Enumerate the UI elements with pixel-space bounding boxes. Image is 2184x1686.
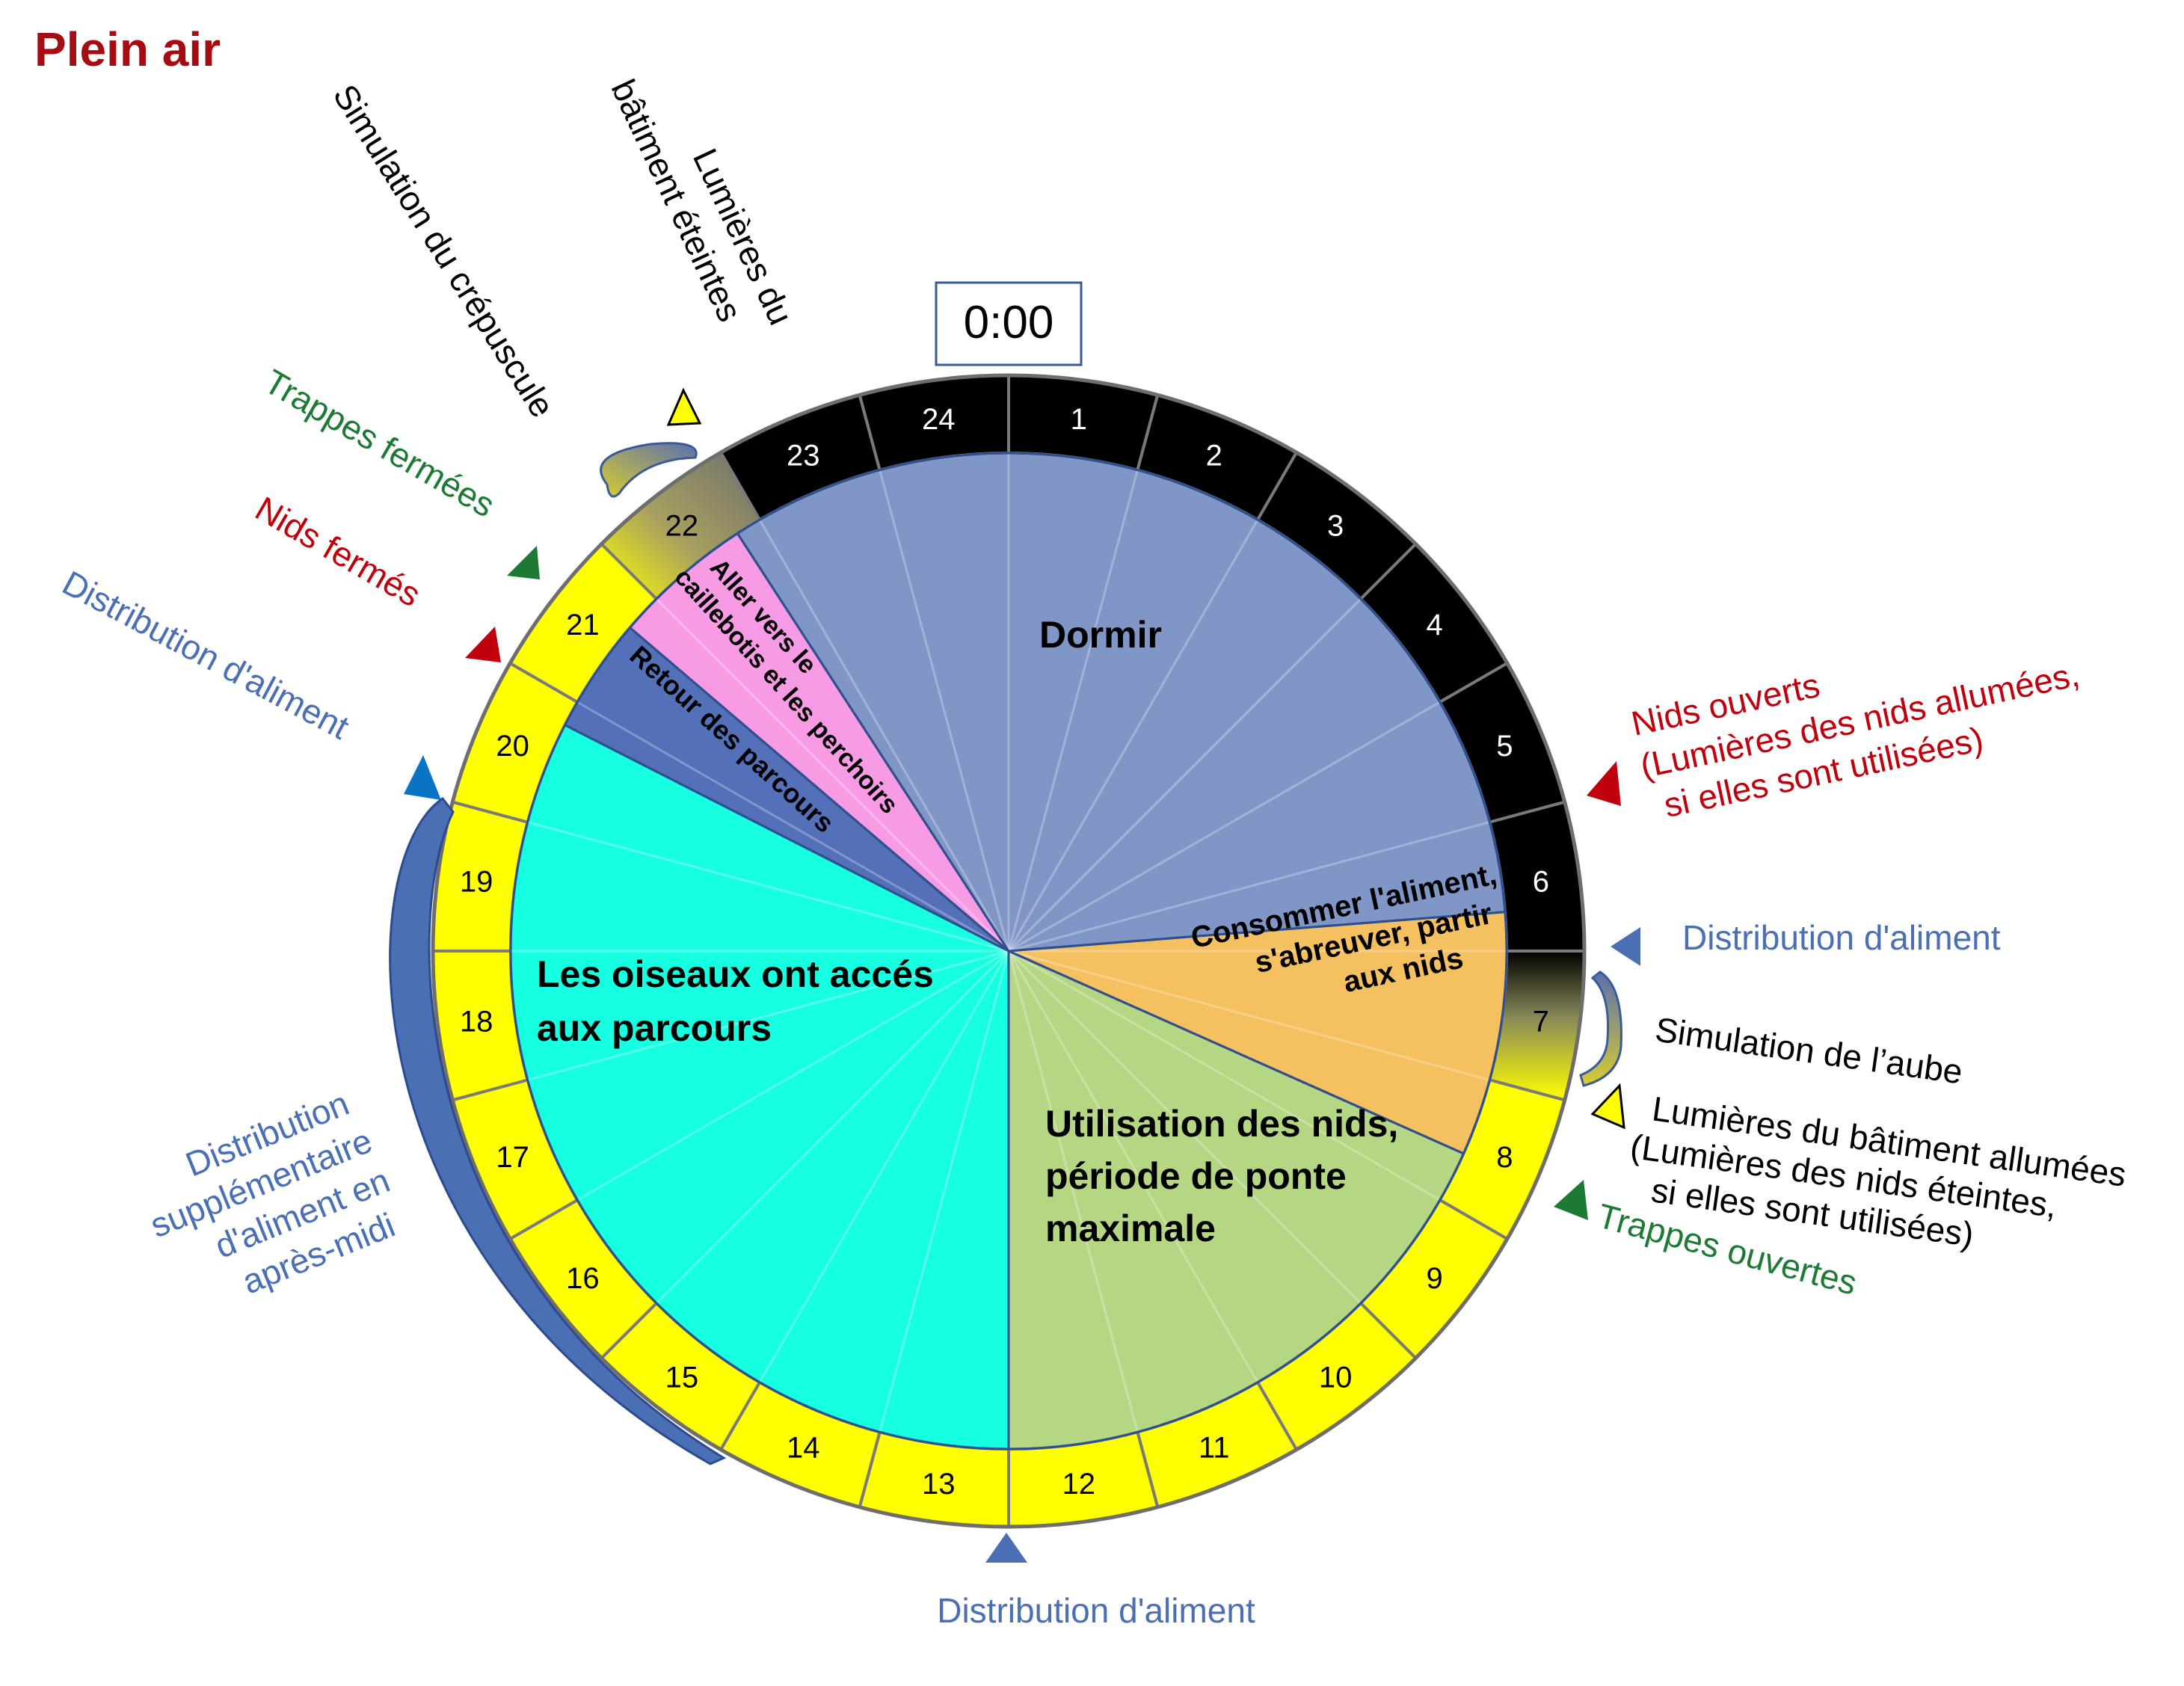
hour-label-15: 15 bbox=[665, 1362, 699, 1394]
hour-label-19: 19 bbox=[460, 865, 493, 898]
pie-hour-line bbox=[1007, 950, 1259, 1383]
annotation-distribution-matin: Distribution d'aliment bbox=[1682, 918, 2001, 957]
pie-hour-line bbox=[879, 470, 1010, 952]
pie-hour-line bbox=[1007, 519, 1259, 952]
pie-hour-line bbox=[758, 519, 1010, 952]
hour-label-1: 1 bbox=[1071, 403, 1087, 436]
annotation-distribution-supp: Distribution supplémentaire d'aliment en… bbox=[145, 1083, 401, 1301]
sector-label-nids-line2: période de ponte bbox=[1045, 1155, 1347, 1197]
annotation-distribution-midi: Distribution d'aliment bbox=[937, 1591, 1255, 1630]
marker-lumieres-eteintes bbox=[666, 387, 702, 426]
hour-label-4: 4 bbox=[1427, 609, 1443, 642]
hour-label-8: 8 bbox=[1496, 1141, 1513, 1174]
pie-hour-line bbox=[1008, 950, 1490, 1081]
hour-label-6: 6 bbox=[1533, 865, 1549, 898]
sector-label-nids-line3: maximale bbox=[1045, 1207, 1216, 1249]
hour-label-9: 9 bbox=[1427, 1262, 1443, 1295]
marker-trappes-ouvertes bbox=[1554, 1180, 1588, 1220]
page-title: Plein air bbox=[34, 22, 221, 76]
hour-label-12: 12 bbox=[1062, 1468, 1095, 1501]
annotation-lumieres-eteintes: Lumières du bâtiment éteintes bbox=[604, 73, 801, 330]
bracket-crepuscule bbox=[600, 442, 698, 498]
annotation-distribution-soir: Distribution d'aliment bbox=[56, 563, 355, 747]
marker-distribution-midi bbox=[985, 1533, 1027, 1563]
hour-ring-border bbox=[431, 373, 1587, 1529]
sector-boundary-dormir bbox=[736, 532, 1010, 952]
hour-label-24: 24 bbox=[922, 403, 956, 436]
pie-hour-line bbox=[1007, 598, 1362, 953]
hour-label-11: 11 bbox=[1199, 1431, 1230, 1464]
annotation-nids-ouverts: Nids ouverts (Lumières des nids allumées… bbox=[1628, 654, 2082, 825]
annotation-crepuscule: Simulation du crépuscule bbox=[326, 78, 562, 424]
marker-distribution-matin bbox=[1611, 927, 1640, 966]
bracket-distribution-supp bbox=[389, 796, 727, 1465]
pie-hour-line bbox=[1008, 701, 1441, 953]
pie-radial-lines bbox=[509, 452, 1508, 1450]
marker-nids-ouverts bbox=[1587, 761, 1621, 806]
hour-label-23: 23 bbox=[787, 440, 820, 473]
pie-hour-line bbox=[656, 950, 1010, 1304]
pie-hour-line bbox=[656, 598, 1010, 953]
pie-hour-line bbox=[758, 950, 1010, 1383]
sector-label-nids-line1: Utilisation des nids, bbox=[1045, 1103, 1398, 1145]
pie-hour-line bbox=[527, 821, 1009, 953]
pie-border bbox=[509, 452, 1508, 1450]
sector-boundary-caillebotis bbox=[629, 627, 1009, 953]
pie-hour-line bbox=[576, 701, 1009, 953]
annotation-trappes-fermees: Trappes fermées bbox=[258, 362, 502, 525]
pie-hour-line bbox=[1008, 821, 1490, 953]
hour-label-2: 2 bbox=[1206, 440, 1222, 473]
pie-hour-line bbox=[527, 950, 1009, 1081]
pie-hour-line bbox=[576, 950, 1009, 1202]
midnight-box bbox=[935, 281, 1083, 366]
hour-label-20: 20 bbox=[496, 730, 529, 763]
sector-label-dormir: Dormir bbox=[1039, 614, 1162, 656]
midnight-label: 0:00 bbox=[964, 297, 1054, 348]
sector-boundary-nids bbox=[1008, 950, 1465, 1155]
sector-label-parcours-line2: aux parcours bbox=[537, 1007, 772, 1049]
hour-label-10: 10 bbox=[1319, 1362, 1353, 1394]
pie-hour-line bbox=[1007, 950, 1362, 1304]
pie-hour-line bbox=[879, 950, 1010, 1433]
hour-label-18: 18 bbox=[460, 1006, 493, 1039]
sector-label-nids: Utilisation des nids, période de ponte m… bbox=[1045, 1103, 1398, 1249]
marker-lumieres-allumees bbox=[1590, 1083, 1625, 1130]
hour-label-17: 17 bbox=[496, 1141, 529, 1174]
hour-label-14: 14 bbox=[787, 1431, 820, 1464]
annotation-aube: Simulation de l’aube bbox=[1653, 1009, 1965, 1091]
hour-label-21: 21 bbox=[566, 609, 600, 642]
hour-label-5: 5 bbox=[1496, 730, 1513, 763]
hour-label-16: 16 bbox=[566, 1262, 600, 1295]
hour-label-3: 3 bbox=[1327, 509, 1344, 542]
sector-boundary-retour bbox=[564, 724, 1009, 953]
marker-distribution-soir bbox=[404, 755, 441, 800]
pie-hour-line bbox=[1007, 950, 1139, 1433]
pie-hour-line bbox=[1008, 950, 1441, 1202]
pie-hour-line bbox=[1007, 470, 1139, 952]
marker-nids-fermes bbox=[465, 627, 501, 662]
sector-label-parcours: Les oiseaux ont accés aux parcours bbox=[537, 953, 934, 1049]
sector-label-parcours-line1: Les oiseaux ont accés bbox=[537, 953, 934, 995]
bracket-aube bbox=[1579, 970, 1622, 1087]
hour-label-13: 13 bbox=[922, 1468, 956, 1501]
sector-boundary-consommer bbox=[1008, 911, 1506, 953]
hour-label-22: 22 bbox=[665, 509, 699, 542]
hour-label-7: 7 bbox=[1533, 1006, 1549, 1039]
annotation-nids-fermes: Nids fermés bbox=[249, 489, 428, 615]
marker-trappes-fermees bbox=[507, 546, 540, 579]
